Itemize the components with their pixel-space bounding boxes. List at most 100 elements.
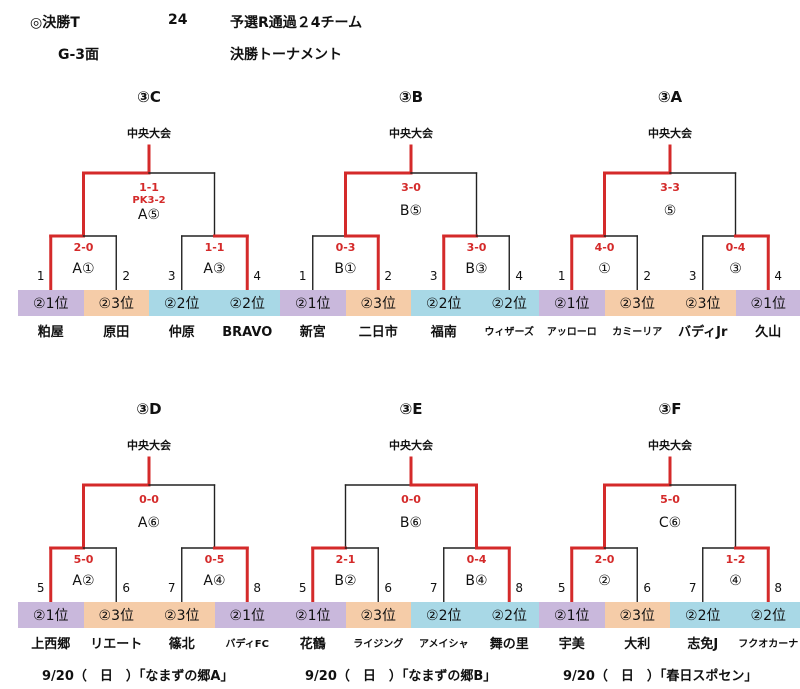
seed-number: 4 — [515, 269, 524, 283]
semi2-score: 0-4 — [466, 553, 487, 566]
seed-number: 7 — [688, 581, 697, 595]
team-name: バディFC — [225, 639, 269, 650]
bracket-lines — [311, 456, 511, 604]
group-label: ③C — [137, 88, 161, 106]
team-name: カミーリア — [612, 327, 663, 338]
group-label: ③F — [658, 400, 682, 418]
team-name: フクオカーナ — [738, 639, 799, 650]
semi1-slot: B② — [334, 573, 357, 589]
final-score: 0-0 — [401, 493, 421, 506]
seed-number: 1 — [557, 269, 566, 283]
seed-number: 5 — [557, 581, 566, 595]
group-label: ③B — [398, 88, 424, 106]
venue-label: 中央大会 — [389, 439, 433, 452]
bracket-lines — [570, 456, 770, 604]
semi2-slot: ④ — [729, 573, 742, 589]
bracket-lines — [49, 456, 249, 604]
final-score: 0-0 — [139, 493, 159, 506]
team-name: 上西郷 — [31, 637, 71, 652]
team-name: バディJr — [678, 325, 728, 340]
final-slot: B⑤ — [399, 203, 423, 219]
semi2-slot: A④ — [203, 573, 226, 589]
seed-cell: ②3位 — [604, 602, 670, 628]
venue-label: 中央大会 — [648, 439, 692, 452]
seed-cell: ②1位 — [735, 290, 800, 316]
seed-cell: ②1位 — [214, 602, 280, 628]
final-slot: ⑤ — [663, 203, 677, 219]
team-name: 舞の里 — [489, 637, 529, 652]
semi2-slot: B④ — [465, 573, 488, 589]
venue-label: 中央大会 — [648, 127, 692, 140]
seed-number: 3 — [688, 269, 697, 283]
header-subtitle: 決勝トーナメント — [230, 47, 342, 63]
semi1-slot: ① — [598, 261, 611, 277]
seed-cell: ②1位 — [280, 290, 346, 316]
seed-number: 6 — [643, 581, 652, 595]
seed-cell: ②1位 — [539, 290, 605, 316]
seed-number: 7 — [429, 581, 438, 595]
semi1-slot: B① — [334, 261, 357, 277]
team-name: 原田 — [103, 325, 130, 340]
seed-number: 2 — [384, 269, 393, 283]
final-slot: B⑥ — [399, 515, 423, 531]
seed-cell: ②1位 — [280, 602, 346, 628]
bracket-lines — [570, 144, 770, 292]
venue-label: 中央大会 — [127, 127, 171, 140]
final-score: 1-1 — [139, 181, 159, 194]
match-date-3: 9/20（ 日 ）「春日スポセン」 — [563, 669, 758, 684]
semi1-slot: A① — [72, 261, 95, 277]
seed-cell: ②3位 — [345, 602, 411, 628]
header-count: 24 — [168, 12, 188, 28]
seed-number: 3 — [429, 269, 438, 283]
seed-number: 2 — [643, 269, 652, 283]
seed-number: 2 — [122, 269, 131, 283]
seed-cell: ②2位 — [670, 602, 736, 628]
team-name: ライジング — [353, 639, 404, 650]
seed-cell: ②3位 — [670, 290, 736, 316]
team-name: 二日市 — [358, 325, 398, 340]
team-name: 新宮 — [299, 325, 326, 340]
team-name: 久山 — [755, 325, 782, 340]
semi1-score: 2-0 — [73, 241, 94, 254]
seed-cell: ②2位 — [476, 602, 542, 628]
seed-cell: ②2位 — [411, 290, 477, 316]
seed-number: 7 — [167, 581, 176, 595]
bracket-lines — [312, 144, 510, 292]
final-score: 3-3 — [660, 181, 680, 194]
semi1-slot: A② — [72, 573, 95, 589]
team-name: 大利 — [624, 637, 651, 652]
header-field: G-3面 — [58, 47, 100, 63]
final-slot: A⑤ — [137, 207, 161, 223]
semi2-slot: A③ — [203, 261, 226, 277]
venue-label: 中央大会 — [127, 439, 171, 452]
seed-number: 1 — [36, 269, 45, 283]
seed-cell: ②2位 — [476, 290, 542, 316]
semi1-score: 2-0 — [594, 553, 615, 566]
team-name: 福南 — [430, 325, 457, 340]
seed-cell: ②2位 — [214, 290, 280, 316]
final-score: 5-0 — [660, 493, 680, 506]
semi1-score: 4-0 — [594, 241, 615, 254]
seed-cell: ②3位 — [345, 290, 411, 316]
seed-cell: ②1位 — [539, 602, 605, 628]
seed-number: 1 — [298, 269, 307, 283]
group-label: ③A — [657, 88, 683, 106]
seed-cell: ②3位 — [83, 290, 149, 316]
seed-cell: ②3位 — [149, 602, 215, 628]
match-date-2: 9/20（ 日 ）「なまずの郷B」 — [305, 669, 497, 684]
semi1-slot: ② — [598, 573, 611, 589]
seed-cell: ②3位 — [83, 602, 149, 628]
semi2-score: 0-4 — [725, 241, 746, 254]
group-label: ③E — [399, 400, 423, 418]
seed-number: 5 — [36, 581, 45, 595]
pk-score: PK3-2 — [132, 195, 166, 206]
